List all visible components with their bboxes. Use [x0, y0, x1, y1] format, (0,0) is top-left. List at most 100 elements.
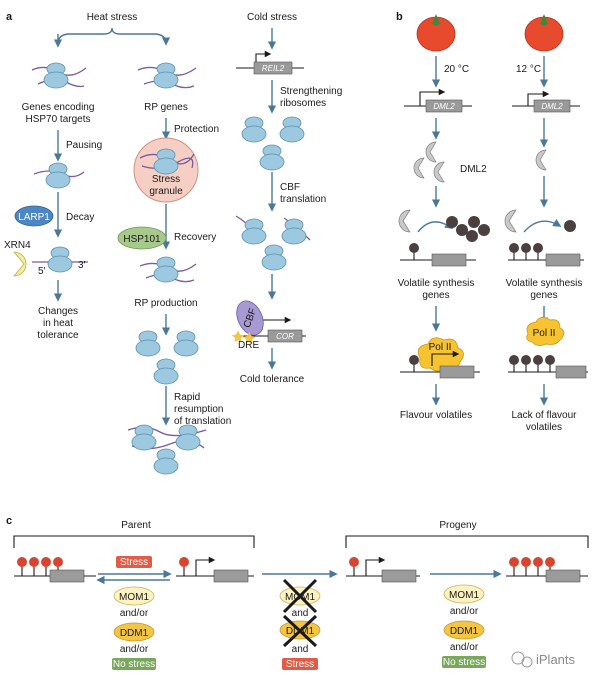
- dml2-gene-left-label: DML2: [433, 102, 455, 111]
- progeny-methylated-gene: [506, 557, 588, 583]
- five-prime-label: 5′: [38, 266, 46, 277]
- parent-demethylated-gene: [176, 556, 254, 583]
- dml2-gene-right: [512, 90, 580, 113]
- ddm1-label-3: DDM1: [450, 626, 479, 637]
- genes-encoding-label-2: HSP70 targets: [25, 114, 90, 125]
- reil2-gene: [236, 50, 304, 75]
- granule-ribosome: [153, 148, 179, 175]
- panel-a-label: a: [6, 11, 13, 23]
- free-ribosomes-a3: [241, 116, 305, 171]
- ribosome-cluster-1: [31, 62, 87, 89]
- recovered-ribosome: [139, 256, 197, 283]
- pol2-right-label: Pol II: [533, 328, 556, 339]
- volatile-genes-left-2: genes: [422, 290, 449, 301]
- rapid-label-3: of translation: [174, 416, 231, 427]
- mom1-oval-1: [113, 586, 155, 606]
- pol2-transcription-left: [400, 337, 480, 379]
- and-or-label-1: and/or: [120, 608, 149, 619]
- cor-label: COR: [276, 332, 294, 341]
- no-stress-label-1: No stress: [113, 659, 155, 670]
- reil2-label: REIL2: [262, 64, 285, 73]
- volatile-genes-right-1: Volatile synthesis: [506, 278, 583, 289]
- ddm1-oval-3: [443, 620, 485, 640]
- decaying-ribosome: [32, 246, 88, 273]
- cold-stress-label: Cold stress: [247, 12, 297, 23]
- stress-badge-1: [116, 556, 152, 568]
- stress-granule-label-2: granule: [149, 186, 183, 197]
- cbf-translation-label-2: translation: [280, 194, 326, 205]
- changes-label-2: in heat: [43, 318, 73, 329]
- no-stress-label-2: No stress: [443, 657, 485, 668]
- parent-methylated-gene: [14, 557, 96, 583]
- temp-right-label: 12 °C: [516, 64, 541, 75]
- rapid-label-1: Rapid: [174, 392, 200, 403]
- ribosome-cluster-2: [137, 62, 197, 89]
- mom1-label-3: MOM1: [449, 590, 479, 601]
- paused-ribosome: [33, 162, 85, 189]
- hsp101-label: HSP101: [123, 234, 161, 245]
- pausing-label: Pausing: [66, 140, 102, 151]
- stress-badge-2: [282, 658, 318, 670]
- parent-bracket: [13, 535, 255, 548]
- volatile-genes-right-2: genes: [530, 290, 557, 301]
- free-ribosomes-a2: [135, 330, 199, 385]
- rapid-label-2: resumption: [174, 404, 223, 415]
- ddm1-oval-1: [113, 622, 155, 642]
- recovery-label: Recovery: [174, 232, 216, 243]
- flavour-label: Flavour volatiles: [400, 410, 472, 421]
- temp-left-label: 20 °C: [444, 64, 469, 75]
- rp-production-label: RP production: [134, 298, 197, 309]
- and-label-2: and: [292, 644, 309, 655]
- progeny-demethylated-gene: [346, 556, 420, 583]
- rp-genes-label: RP genes: [144, 102, 188, 113]
- lack-flavour-label-2: volatiles: [526, 422, 562, 433]
- xrn4-pacman: [13, 251, 27, 277]
- hsp101-oval: [117, 226, 167, 250]
- demethylation-left: [398, 209, 490, 267]
- and-or-label-2: and/or: [120, 644, 149, 655]
- cold-tolerance-label: Cold tolerance: [240, 374, 305, 385]
- tomato-right: [524, 14, 564, 52]
- stress-label-1: Stress: [120, 557, 148, 568]
- volatile-genes-left-1: Volatile synthesis: [398, 278, 475, 289]
- stress-granule-label-1: Stress: [152, 174, 180, 185]
- heat-stress-brace: [57, 27, 171, 46]
- watermark-logo: [511, 651, 533, 668]
- decay-label: Decay: [66, 212, 94, 223]
- larp1-label: LARP1: [18, 212, 50, 223]
- dml2-protein-single: [535, 149, 547, 171]
- polysome-cluster: [127, 424, 207, 475]
- protection-label: Protection: [174, 124, 219, 135]
- strengthening-label-1: Strengthening: [280, 86, 342, 97]
- dre-label: DRE: [238, 340, 259, 351]
- pol2-blocked-right: [508, 317, 588, 379]
- progeny-bracket: [345, 535, 589, 548]
- cross-icon-2: [282, 614, 318, 648]
- cbf-translation-label-1: CBF: [280, 182, 300, 193]
- granule-mrna-2: [141, 157, 194, 169]
- xrn4-label: XRN4: [4, 240, 31, 251]
- lack-flavour-label-1: Lack of flavour: [511, 410, 577, 421]
- ddm1-label-1: DDM1: [120, 628, 149, 639]
- watermark-text: iPlants: [536, 652, 576, 667]
- and-or-label-3: and/or: [450, 606, 479, 617]
- dre-star-2: [242, 331, 256, 344]
- tomato-left: [416, 14, 456, 52]
- panel-c-label: c: [6, 515, 12, 527]
- cross-icon-1: [282, 578, 318, 614]
- mom1-oval-3: [443, 584, 485, 604]
- cbf-protein: [236, 300, 264, 336]
- mom1-label-1: MOM1: [119, 592, 149, 603]
- larp1-oval: [14, 205, 54, 227]
- dml2-gene-right-label: DML2: [541, 102, 563, 111]
- progeny-label: Progeny: [439, 520, 476, 531]
- changes-label-3: tolerance: [37, 330, 79, 341]
- three-prime-label: 3′: [78, 260, 86, 271]
- stress-label-2: Stress: [286, 659, 314, 670]
- parent-label: Parent: [121, 520, 151, 531]
- dml2-protein-cluster: [413, 141, 445, 183]
- and-label-1: and: [292, 608, 309, 619]
- pol2-left-label: Pol II: [429, 342, 452, 353]
- changes-label-1: Changes: [38, 306, 78, 317]
